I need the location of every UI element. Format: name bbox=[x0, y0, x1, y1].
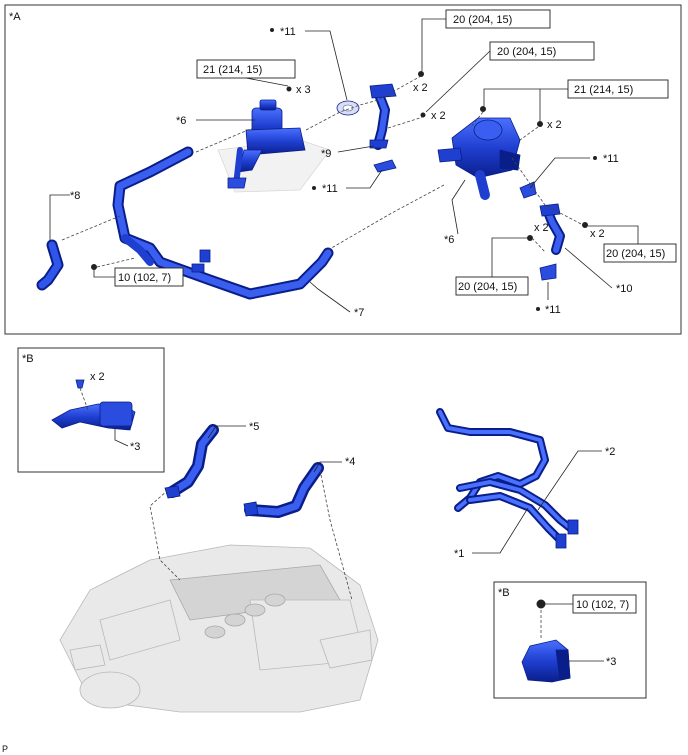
frame-b-bottom-label: *B bbox=[498, 587, 510, 599]
bracket-part-3-top bbox=[51, 379, 136, 431]
torque-text-8: 10 (102, 7) bbox=[576, 599, 629, 611]
callout-11-a: *11 bbox=[280, 26, 296, 38]
bolt-a8 bbox=[91, 264, 97, 270]
bolt-a1 bbox=[418, 71, 424, 77]
frame-b-top-label: *B bbox=[22, 353, 34, 365]
bolt-a5 bbox=[537, 121, 543, 127]
qty-4: x 2 bbox=[547, 119, 562, 131]
qty-3: x 3 bbox=[296, 84, 311, 96]
callout-5: *5 bbox=[249, 421, 259, 433]
callout-11-b: *11 bbox=[322, 183, 338, 195]
callout-11-d: *11 bbox=[545, 304, 561, 316]
callout-3-top: *3 bbox=[130, 441, 140, 453]
frame-a bbox=[4, 4, 682, 335]
egr-valve-right bbox=[437, 117, 521, 200]
assembly-line-b2 bbox=[319, 469, 353, 601]
frame-b-top bbox=[17, 347, 165, 473]
footer-code: P bbox=[2, 744, 8, 754]
frame-b-bottom bbox=[493, 581, 647, 699]
bolt-a3 bbox=[286, 86, 292, 92]
qty-5: x 2 bbox=[590, 228, 605, 240]
assembly-line-a5 bbox=[96, 257, 136, 268]
torque-text-2: 20 (204, 15) bbox=[497, 46, 556, 58]
gasket-11-c bbox=[519, 181, 537, 199]
callout-1: *1 bbox=[454, 548, 464, 560]
callout-3-bottom: *3 bbox=[606, 656, 616, 668]
gasket-11-d bbox=[539, 263, 557, 281]
bracket-part-3-bottom bbox=[521, 639, 571, 683]
qty-7: x 2 bbox=[90, 371, 105, 383]
assembly-line-a9 bbox=[531, 237, 546, 253]
callout-10: *10 bbox=[616, 283, 633, 295]
callout-2: *2 bbox=[605, 446, 615, 458]
assembly-line-a2 bbox=[305, 75, 422, 131]
pipe-part-8 bbox=[36, 239, 64, 291]
torque-text-6: 20 (204, 15) bbox=[458, 281, 517, 293]
torque-text-4: 21 (214, 15) bbox=[574, 84, 633, 96]
gasket-11-a-hole bbox=[342, 104, 354, 112]
bolt-a7 bbox=[527, 235, 533, 241]
torque-text-3: 21 (214, 15) bbox=[203, 64, 262, 76]
qty-6: x 2 bbox=[534, 222, 549, 234]
frame-a-label: *A bbox=[9, 11, 21, 23]
pipe-part-5 bbox=[164, 424, 219, 499]
pipe-part-10 bbox=[539, 203, 565, 255]
torque-text-1: 20 (204, 15) bbox=[453, 14, 512, 26]
callout-6-right: *6 bbox=[444, 234, 454, 246]
torque-box-5 bbox=[603, 243, 677, 263]
callout-11-c: *11 bbox=[603, 153, 619, 165]
callout-7: *7 bbox=[354, 307, 364, 319]
bolt-a2 bbox=[420, 112, 426, 118]
assembly-line-b1 bbox=[149, 489, 181, 581]
assembly-line-a10 bbox=[519, 126, 539, 141]
callout-4: *4 bbox=[345, 456, 355, 468]
callout-9: *9 bbox=[321, 148, 331, 160]
assembly-line-a3 bbox=[387, 116, 424, 129]
callout-6-left: *6 bbox=[176, 115, 186, 127]
bolt-b1 bbox=[536, 599, 546, 609]
engine-assembly bbox=[59, 544, 379, 713]
bolt-a4 bbox=[480, 106, 486, 112]
assembly-line-a8 bbox=[511, 157, 584, 226]
pipe-assembly-part-2 bbox=[436, 408, 579, 549]
gasket-11-b bbox=[373, 159, 397, 173]
pipe-part-7 bbox=[112, 146, 334, 300]
bolt-a6 bbox=[582, 222, 588, 228]
pipe-part-4 bbox=[243, 462, 324, 518]
qty-2: x 2 bbox=[431, 110, 446, 122]
assembly-line-a7 bbox=[469, 111, 484, 129]
torque-text-7: 10 (102, 7) bbox=[118, 272, 171, 284]
pipe-part-9 bbox=[369, 83, 397, 150]
assembly-line-a6 bbox=[327, 184, 445, 251]
qty-1: x 2 bbox=[413, 82, 428, 94]
assembly-line-a1 bbox=[195, 126, 256, 153]
egr-valve-left bbox=[227, 99, 306, 189]
torque-text-5: 20 (204, 15) bbox=[606, 248, 665, 260]
callout-8: *8 bbox=[70, 190, 80, 202]
assembly-line-a4 bbox=[61, 215, 121, 241]
